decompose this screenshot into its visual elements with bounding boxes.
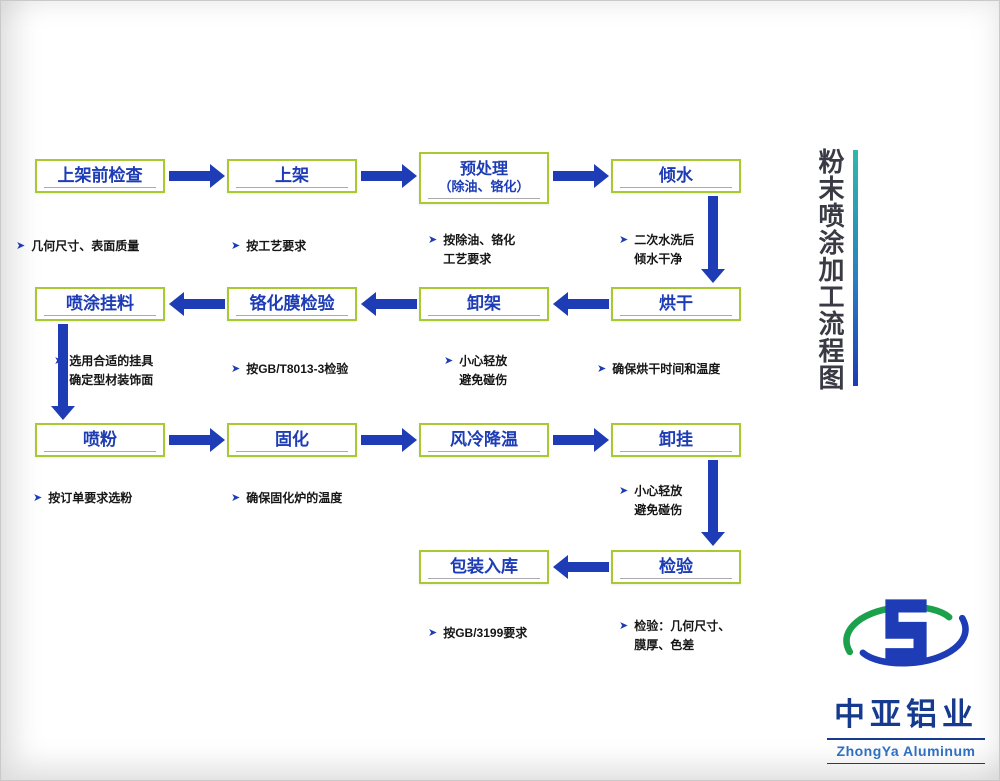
note-text: 确保固化炉的温度 xyxy=(246,491,343,505)
flow-node-label: 上架 xyxy=(275,166,309,186)
note-check: ➤ 几何尺寸、表面质量 xyxy=(16,237,139,256)
note-cure: ➤ 确保固化炉的温度 xyxy=(231,489,342,508)
company-logo: 中亚铝业 ZhongYa Aluminum xyxy=(818,588,994,764)
arrow-down-icon xyxy=(701,460,725,546)
arrow-right-icon xyxy=(553,164,609,188)
note-text: 小心轻放 避免碰伤 xyxy=(634,484,683,517)
flow-node-cure: 固化 xyxy=(227,423,357,457)
flow-node-label: 预处理 xyxy=(459,161,508,179)
note-text: 确保烘干时间和温度 xyxy=(612,362,721,376)
logo-en-text: ZhongYa Aluminum xyxy=(836,743,976,759)
flow-node-hang: 喷涂挂料 xyxy=(35,287,165,321)
note-text: 按工艺要求 xyxy=(246,239,307,253)
note-text: 按除油、铬化 工艺要求 xyxy=(443,233,516,266)
flow-node-label: 上架前检查 xyxy=(57,166,143,186)
flow-node-label: 喷粉 xyxy=(83,430,117,450)
flow-node-spray: 喷粉 xyxy=(35,423,165,457)
note-unrack: ➤ 小心轻放 避免碰伤 xyxy=(444,352,507,389)
note-arrow-icon: ➤ xyxy=(16,240,26,252)
note-text: 按GB/T8013-3检验 xyxy=(246,362,349,376)
note-arrow-icon: ➤ xyxy=(619,485,629,497)
note-text: 按订单要求选粉 xyxy=(48,491,133,505)
flow-node-rack: 上架 xyxy=(227,159,357,193)
note-arrow-icon: ➤ xyxy=(33,492,43,504)
flow-node-label: 风冷降温 xyxy=(450,430,518,450)
arrow-down-icon xyxy=(51,324,75,420)
note-text: 按GB/3199要求 xyxy=(443,626,528,640)
logo-cn-text: 中亚铝业 xyxy=(834,697,978,732)
note-filmtest: ➤ 按GB/T8013-3检验 xyxy=(231,360,348,379)
note-arrow-icon: ➤ xyxy=(428,627,438,639)
arrow-right-icon xyxy=(361,164,417,188)
note-dry: ➤ 确保烘干时间和温度 xyxy=(597,360,720,379)
note-text: 检验：几何尺寸、 膜厚、色差 xyxy=(634,619,731,652)
arrow-right-icon xyxy=(361,428,417,452)
arrow-left-icon xyxy=(553,555,609,579)
arrow-right-icon xyxy=(553,428,609,452)
note-arrow-icon: ➤ xyxy=(231,240,241,252)
note-arrow-icon: ➤ xyxy=(231,492,241,504)
flow-node-pretreat: 预处理 （除油、铬化） xyxy=(419,152,549,204)
flow-node-label: 倾水 xyxy=(659,166,693,186)
zhongya-logo-icon xyxy=(831,588,981,687)
note-unhang: ➤ 小心轻放 避免碰伤 xyxy=(619,482,682,519)
note-text: 选用合适的挂具 确定型材装饰面 xyxy=(69,354,154,387)
note-hang: ➤ 选用合适的挂具 确定型材装饰面 xyxy=(54,352,153,389)
flow-node-label: 卸架 xyxy=(467,294,501,314)
flow-node-label: 包装入库 xyxy=(450,557,518,577)
flow-node-cool: 风冷降温 xyxy=(419,423,549,457)
flow-node-label: 固化 xyxy=(275,430,309,450)
page-title: 粉末喷涂加工流程图 xyxy=(815,148,845,391)
flow-node-sublabel: （除油、铬化） xyxy=(438,178,530,194)
arrow-down-icon xyxy=(701,196,725,283)
note-arrow-icon: ➤ xyxy=(597,363,607,375)
arrow-right-icon xyxy=(169,164,225,188)
flow-node-label: 烘干 xyxy=(659,294,693,314)
title-accent-bar xyxy=(853,150,858,386)
flow-node-unrack: 卸架 xyxy=(419,287,549,321)
note-pack: ➤ 按GB/3199要求 xyxy=(428,624,527,643)
note-inspect: ➤ 检验：几何尺寸、 膜厚、色差 xyxy=(619,617,730,654)
flow-node-label: 检验 xyxy=(659,557,693,577)
note-arrow-icon: ➤ xyxy=(444,355,454,367)
flow-node-filmtest: 铬化膜检验 xyxy=(227,287,357,321)
note-arrow-icon: ➤ xyxy=(619,234,629,246)
note-text: 二次水洗后 倾水干净 xyxy=(634,233,695,266)
note-text: 小心轻放 避免碰伤 xyxy=(459,354,508,387)
note-rack: ➤ 按工艺要求 xyxy=(231,237,306,256)
note-text: 几何尺寸、表面质量 xyxy=(31,239,140,253)
flow-node-check: 上架前检查 xyxy=(35,159,165,193)
arrow-left-icon xyxy=(169,292,225,316)
note-arrow-icon: ➤ xyxy=(619,620,629,632)
flow-node-label: 铬化膜检验 xyxy=(249,294,335,314)
flow-node-dry: 烘干 xyxy=(611,287,741,321)
note-spray: ➤ 按订单要求选粉 xyxy=(33,489,132,508)
note-arrow-icon: ➤ xyxy=(231,363,241,375)
logo-divider xyxy=(827,763,985,764)
flow-node-unhang: 卸挂 xyxy=(611,423,741,457)
note-arrow-icon: ➤ xyxy=(428,234,438,246)
flow-node-inspect: 检验 xyxy=(611,550,741,584)
flow-node-label: 喷涂挂料 xyxy=(66,294,134,314)
flow-node-label: 卸挂 xyxy=(659,430,693,450)
flow-node-drain: 倾水 xyxy=(611,159,741,193)
note-drain: ➤ 二次水洗后 倾水干净 xyxy=(619,231,694,268)
logo-divider xyxy=(827,738,985,740)
arrow-left-icon xyxy=(553,292,609,316)
arrow-right-icon xyxy=(169,428,225,452)
flow-node-pack: 包装入库 xyxy=(419,550,549,584)
note-pretreat: ➤ 按除油、铬化 工艺要求 xyxy=(428,231,515,268)
arrow-left-icon xyxy=(361,292,417,316)
